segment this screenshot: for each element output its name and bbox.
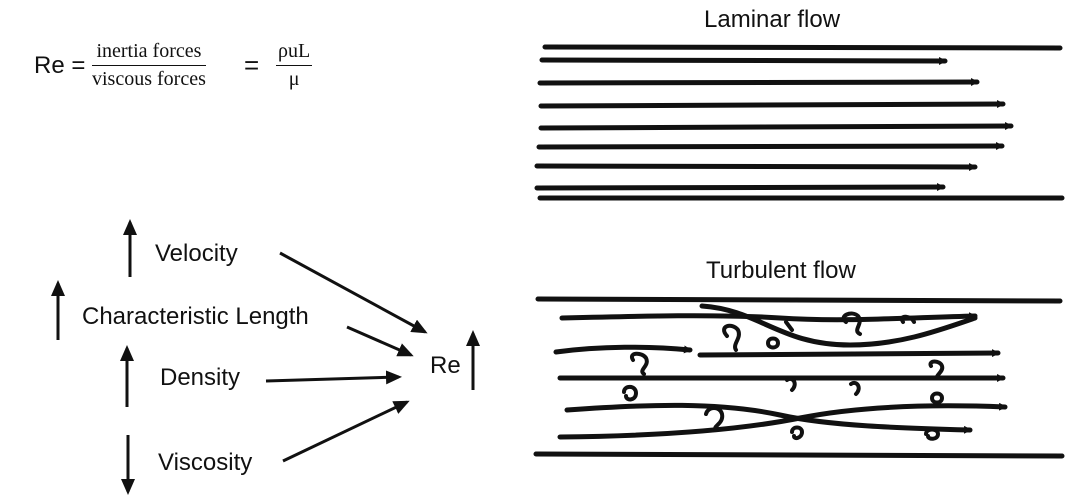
mu-denominator: μ [288, 68, 300, 90]
eddy-swirl [924, 427, 941, 441]
turbulent-streamline [557, 402, 1008, 440]
characteristic-length-label: Characteristic Length [82, 303, 309, 330]
eddy-swirl [930, 391, 945, 405]
inertia-forces-numerator: inertia forces [96, 40, 202, 62]
eddy-swirl [784, 320, 794, 332]
length-to-re-arrow [346, 325, 414, 357]
laminar-top-wall [542, 44, 1063, 51]
laminar-streamline [539, 56, 948, 65]
eddy-swirl [841, 311, 862, 336]
laminar-streamline [536, 142, 1005, 151]
laminar-streamline [538, 122, 1014, 131]
eddy-swirl [928, 359, 945, 380]
eddy-swirl [704, 406, 725, 432]
velocity-to-re-arrow [279, 251, 428, 334]
force-ratio-fraction: inertia forces viscous forces [92, 40, 206, 91]
turbulent-top-wall [535, 296, 1063, 304]
eddy-swirl [790, 425, 805, 441]
laminar-flow-panel [534, 44, 1065, 201]
turbulent-flow-title: Turbulent flow [706, 257, 856, 284]
eddy-swirl [622, 384, 639, 402]
fraction-bar [276, 65, 313, 66]
laminar-streamline [537, 78, 980, 87]
reynolds-result-label: Re [430, 352, 461, 379]
turbulent-flow-panel [533, 296, 1065, 459]
turbulent-bottom-wall [533, 451, 1065, 459]
turbulent-streamline [697, 349, 1001, 358]
variable-fraction: ρuL μ [276, 40, 313, 91]
influence-arrows [265, 251, 428, 463]
eddy-swirl [766, 336, 781, 350]
laminar-streamline [534, 162, 978, 171]
turbulent-streamline [557, 373, 1006, 382]
fraction-bar [92, 65, 206, 66]
rho-u-l-numerator: ρuL [278, 40, 311, 62]
eddy-swirl [849, 381, 861, 396]
eddy-swirl [900, 314, 916, 324]
reynolds-symbol: Re = [34, 52, 86, 79]
trend-arrows [51, 219, 480, 495]
velocity-label: Velocity [155, 240, 238, 267]
viscous-forces-denominator: viscous forces [92, 68, 206, 90]
eddies [622, 311, 945, 441]
eddy-swirl [630, 351, 649, 376]
viscosity-label: Viscosity [158, 449, 253, 476]
turbulent-streamline [699, 303, 978, 348]
density-to-re-arrow [265, 370, 402, 385]
equals-sign: = [244, 50, 260, 80]
turbulent-streamline [553, 344, 693, 355]
laminar-streamline [534, 183, 946, 192]
laminar-streamline [538, 100, 1006, 109]
density-label: Density [160, 364, 241, 391]
eddy-swirl [785, 377, 797, 392]
laminar-flow-title: Laminar flow [704, 6, 841, 33]
viscosity-to-re-arrow [282, 400, 410, 463]
eddy-swirl [722, 323, 741, 352]
turbulent-streamline [564, 402, 973, 434]
